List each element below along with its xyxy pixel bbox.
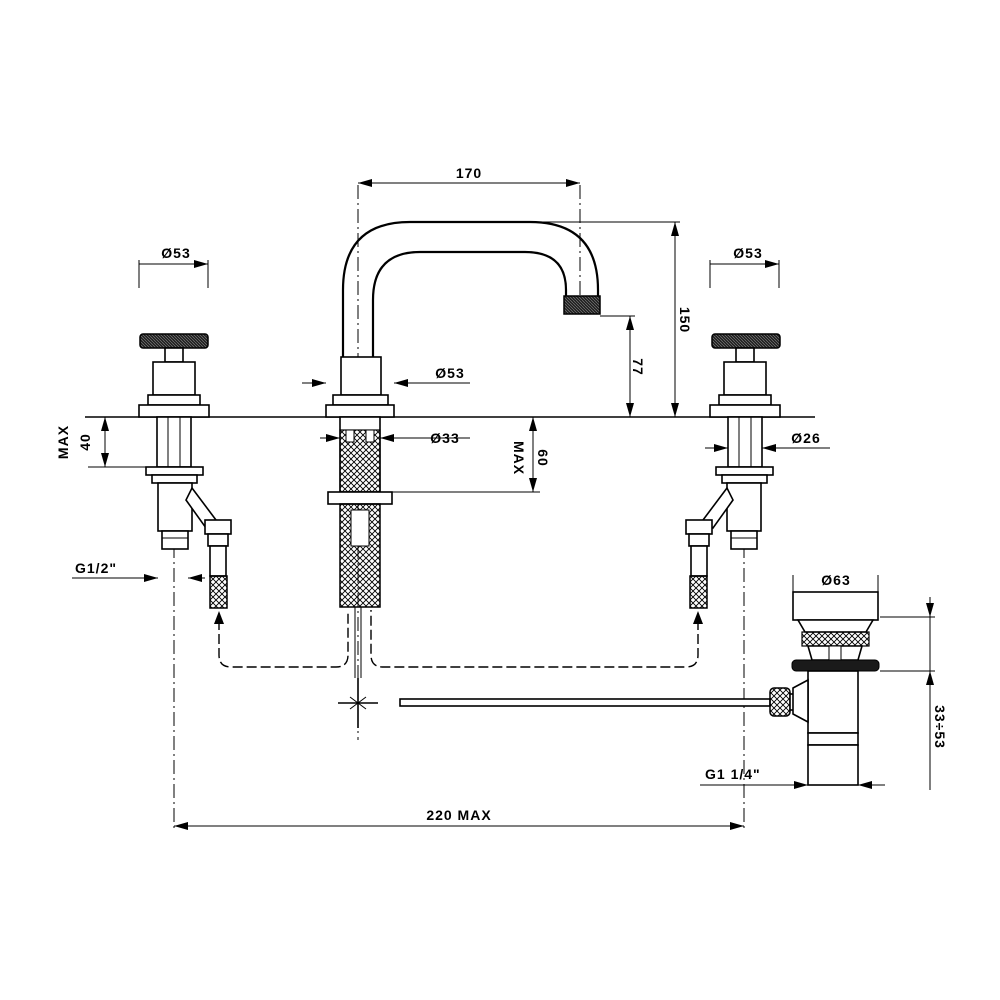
spout-base	[325, 404, 395, 418]
left-handle-knurl	[139, 333, 209, 349]
dim-spout-height: 150	[677, 307, 693, 333]
pop-up-waste	[791, 591, 880, 786]
dim-spout-base-diameter: Ø53	[435, 365, 464, 381]
dim-inlet-thread: G1/2"	[75, 560, 117, 576]
right-valve-body	[723, 361, 767, 396]
right-valve-shank	[727, 416, 763, 468]
waste-flange	[791, 659, 880, 672]
right-hose	[689, 575, 708, 609]
dim-spout-spacing: 170	[456, 165, 482, 181]
pop-up-rod	[338, 678, 806, 728]
spout-body	[340, 356, 382, 396]
dim-left-handle-diameter: Ø53	[161, 245, 190, 261]
left-valve-shank	[156, 416, 192, 468]
left-hose	[209, 575, 228, 609]
dim-deck-thickness-max: MAX	[511, 441, 527, 475]
spout-collar	[332, 394, 389, 406]
left-hose-route	[218, 610, 349, 668]
rod-knob	[769, 687, 791, 717]
dim-waste-diameter: Ø63	[821, 572, 850, 588]
right-valve	[685, 333, 781, 609]
dim-valve-shank-diameter: Ø26	[791, 430, 820, 446]
dim-deck-thickness: 60	[535, 449, 551, 467]
left-valve-nut	[145, 466, 204, 476]
waste-cap	[792, 591, 879, 621]
left-valve-body	[152, 361, 196, 396]
right-handle-knurl	[711, 333, 781, 349]
dim-spout-shank-diameter: Ø33	[430, 430, 459, 446]
outlet-aerator	[563, 295, 601, 315]
dim-waste-thread: G1 1/4"	[705, 766, 761, 782]
left-valve	[138, 333, 232, 609]
dim-valve-deck-max: MAX	[55, 425, 71, 459]
right-valve-nut	[715, 466, 774, 476]
spout-lock-plate	[327, 491, 393, 505]
waste-tail	[807, 744, 859, 786]
waste-body	[807, 670, 859, 734]
dim-valve-deck: 40	[77, 433, 93, 451]
dim-overall-width: 220 MAX	[426, 807, 491, 823]
dim-right-handle-diameter: Ø53	[733, 245, 762, 261]
spout	[325, 220, 601, 678]
dim-outlet-height: 77	[630, 358, 646, 376]
dim-waste-range: 33÷53	[932, 705, 948, 749]
right-hose-route	[370, 610, 699, 668]
